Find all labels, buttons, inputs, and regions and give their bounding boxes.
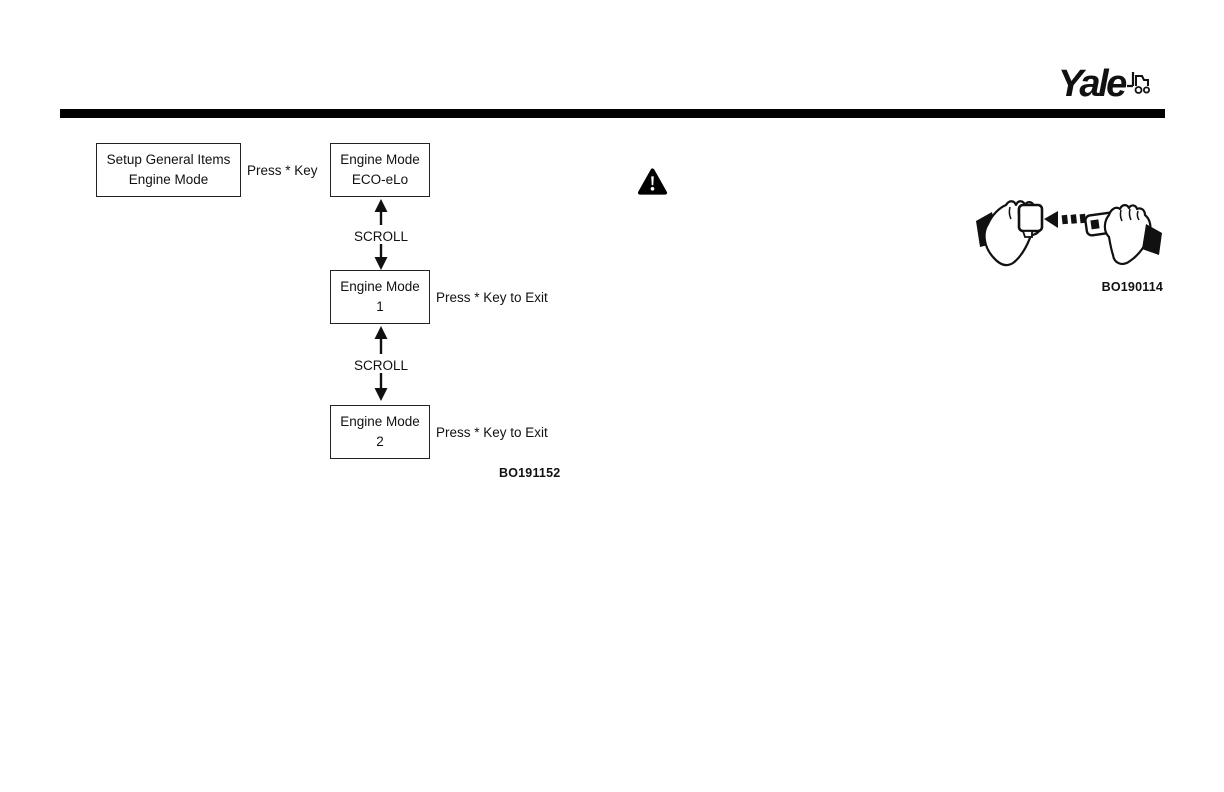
forklift-icon — [1126, 70, 1152, 100]
flow-box-line: Engine Mode — [340, 279, 420, 295]
flow-box-line: Setup General Items — [106, 152, 231, 168]
flow-box-line: 2 — [376, 434, 384, 449]
arrow-down-icon — [373, 243, 389, 275]
flow-box-line: 1 — [376, 299, 384, 314]
scroll-connector-2: SCROLL — [351, 326, 411, 403]
scroll-connector-1: SCROLL — [351, 199, 411, 270]
arrow-down-icon — [373, 372, 389, 406]
scroll-label: SCROLL — [353, 229, 409, 244]
flow-box-line: Engine Mode — [128, 172, 209, 187]
warning-icon — [637, 167, 668, 202]
flow-box-line: Engine Mode — [340, 152, 420, 168]
flow-box-setup-general-items: Setup General Items Engine Mode — [96, 143, 241, 197]
figure-code-illustration: BO190114 — [1101, 280, 1163, 294]
press-key-exit-label-2: Press * Key to Exit — [436, 424, 548, 440]
header-divider-bar — [60, 109, 1165, 118]
press-key-label: Press * Key — [247, 162, 318, 178]
scroll-label: SCROLL — [353, 358, 409, 373]
seatbelt-buckle-hands-illustration — [973, 197, 1165, 280]
right-sleeve-shape — [1142, 224, 1162, 255]
flow-box-line: Engine Mode — [340, 414, 420, 430]
yale-logo: Yale — [1058, 63, 1152, 105]
flow-box-engine-mode-2: Engine Mode 2 — [330, 405, 430, 459]
press-key-exit-label-1: Press * Key to Exit — [436, 289, 548, 305]
figure-code-flowchart: BO191152 — [499, 466, 561, 480]
flow-box-engine-mode-1: Engine Mode 1 — [330, 270, 430, 324]
flow-box-line: ECO-eLo — [351, 172, 409, 187]
yale-wordmark: Yale — [1058, 63, 1127, 105]
flow-box-engine-mode-eco-elo: Engine Mode ECO-eLo — [330, 143, 430, 197]
arrow-up-icon — [373, 326, 389, 359]
arrow-up-icon — [373, 199, 389, 230]
